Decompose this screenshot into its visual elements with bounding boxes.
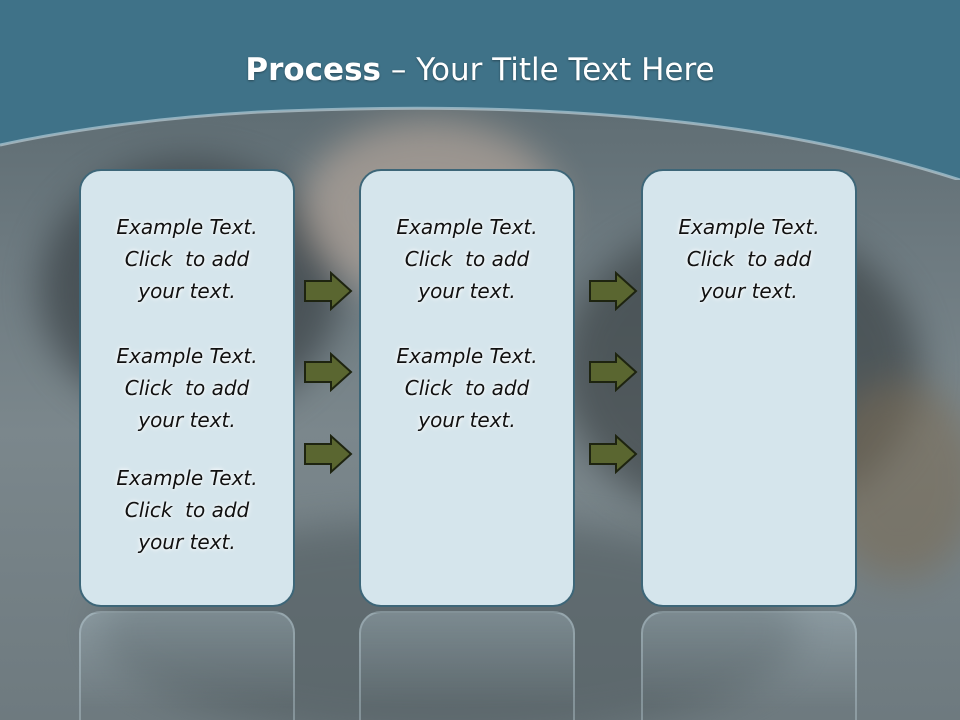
box-reflection bbox=[79, 611, 295, 720]
text-line: Click to add bbox=[124, 247, 250, 271]
text-line: Click to add bbox=[404, 376, 530, 400]
box-reflection bbox=[641, 611, 857, 720]
text-line: your text. bbox=[418, 408, 516, 432]
text-line: your text. bbox=[700, 279, 798, 303]
text-line: Click to add bbox=[686, 247, 812, 271]
text-line: Example Text. bbox=[116, 344, 258, 368]
right-arrow-icon bbox=[304, 352, 353, 392]
right-arrow-icon bbox=[589, 352, 638, 392]
text-line: your text. bbox=[138, 279, 236, 303]
text-line: Example Text. bbox=[396, 344, 538, 368]
text-line: Click to add bbox=[124, 498, 250, 522]
text-block[interactable]: Example Text. Click to add your text. bbox=[361, 211, 573, 307]
text-block[interactable]: Example Text. Click to add your text. bbox=[81, 211, 293, 307]
process-box-1[interactable]: Example Text. Click to add your text. Ex… bbox=[79, 169, 295, 607]
text-line: your text. bbox=[138, 408, 236, 432]
text-line: your text. bbox=[418, 279, 516, 303]
slide-title[interactable]: Process – Your Title Text Here bbox=[0, 52, 960, 88]
right-arrow-icon bbox=[304, 434, 353, 474]
text-block[interactable]: Example Text. Click to add your text. bbox=[643, 211, 855, 307]
text-block[interactable]: Example Text. Click to add your text. bbox=[81, 462, 293, 558]
title-bold: Process bbox=[245, 52, 381, 88]
text-block[interactable]: Example Text. Click to add your text. bbox=[361, 340, 573, 436]
title-rest: – Your Title Text Here bbox=[381, 52, 715, 88]
process-box-2[interactable]: Example Text. Click to add your text. Ex… bbox=[359, 169, 575, 607]
text-line: Example Text. bbox=[678, 215, 820, 239]
right-arrow-icon bbox=[589, 271, 638, 311]
text-line: Example Text. bbox=[116, 215, 258, 239]
text-line: Example Text. bbox=[396, 215, 538, 239]
header-band bbox=[0, 0, 960, 180]
text-line: your text. bbox=[138, 530, 236, 554]
box-reflection bbox=[359, 611, 575, 720]
text-line: Click to add bbox=[404, 247, 530, 271]
text-block[interactable]: Example Text. Click to add your text. bbox=[81, 340, 293, 436]
right-arrow-icon bbox=[304, 271, 353, 311]
right-arrow-icon bbox=[589, 434, 638, 474]
text-line: Example Text. bbox=[116, 466, 258, 490]
text-line: Click to add bbox=[124, 376, 250, 400]
process-box-3[interactable]: Example Text. Click to add your text. bbox=[641, 169, 857, 607]
